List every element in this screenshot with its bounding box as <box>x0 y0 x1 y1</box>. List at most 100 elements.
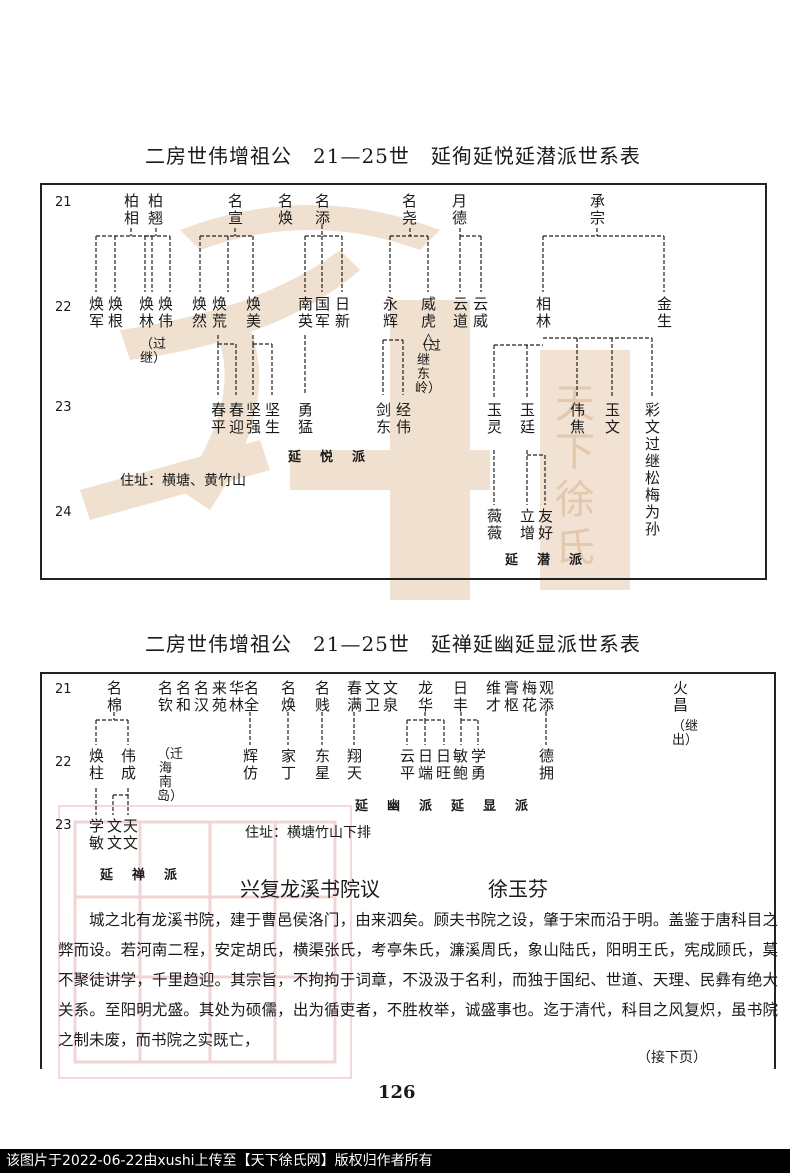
person-laiyuan: 来苑 <box>211 679 227 714</box>
chart1-title: 二房世伟增祖公 21—25世 延徇延悦延潜派世系表 <box>145 144 641 168</box>
person-weijiao: 伟焦 <box>569 401 585 436</box>
page-number: 126 <box>378 1082 416 1103</box>
person-yuling: 玉灵 <box>486 401 502 436</box>
essay-paragraph: 城之北有龙溪书院，建于曹邑侯洛门，由来泗矣。顾夫书院之设，肇于宋而沿于明。盖鉴于… <box>58 911 778 1049</box>
chart1-frame <box>40 183 767 580</box>
chart2-frame <box>40 672 776 1069</box>
essay-author: 徐玉芬 <box>488 877 548 901</box>
person-xueyong: 学勇 <box>470 747 486 782</box>
watermark-logo <box>60 190 660 610</box>
person-huanran: 焕然 <box>191 295 207 330</box>
person-yongmeng: 勇猛 <box>297 401 313 436</box>
person-lizeng: 立增 <box>519 507 535 542</box>
person-huanjiu: 焕荒 <box>211 295 227 330</box>
gen-24: 24 <box>55 505 72 520</box>
chart1-connectors <box>95 225 665 505</box>
gen-22: 22 <box>55 300 72 315</box>
essay-body: 城之北有龙溪书院，建于曹邑侯洛门，由来泗矣。顾夫书院之设，肇于宋而沿于明。盖鉴于… <box>58 905 778 1055</box>
person-yunwei: 云威 <box>472 295 488 330</box>
upload-footer: 该图片于2022-06-22由xushi上传至【天下徐氏网】版权归作者所有 <box>0 1149 790 1173</box>
person-guantian: 观添 <box>538 679 554 714</box>
person-minbao: 敏鲍 <box>452 747 468 782</box>
person-chunman: 春满 <box>346 679 362 714</box>
branch-label-yanchan: 延 禅 派 <box>100 868 181 883</box>
chart2-connectors <box>95 712 547 815</box>
person-guojun: 国军 <box>314 295 330 330</box>
person-yundao: 云道 <box>452 295 468 330</box>
person-mingquan: 名全 <box>243 679 259 714</box>
person-hualin: 华林 <box>228 679 244 714</box>
person-jiading: 家丁 <box>280 747 296 782</box>
person-jiandong: 剑东 <box>375 401 391 436</box>
person-mingqin: 名钦 <box>157 679 173 714</box>
note-jichu: （继出） <box>672 719 699 748</box>
person-youhao: 友好 <box>537 507 553 542</box>
branch-label-yanyue: 延 悦 派 <box>288 450 369 465</box>
branch-label-yanqian: 延 潜 派 <box>505 553 586 568</box>
person-huanwei: 焕伟 <box>157 295 173 330</box>
person-xuemin: 学敏 <box>88 817 104 852</box>
person-wenquan: 文泉 <box>382 679 398 714</box>
person-rixin: 日新 <box>334 295 350 330</box>
gen2-22: 22 <box>55 755 72 770</box>
person-gaoji: 膏枢 <box>503 679 519 714</box>
person-caiwen: 彩文过继松梅为孙 <box>644 401 660 538</box>
person-mingyao: 名尧 <box>401 192 417 227</box>
person-jingwei: 经伟 <box>395 401 411 436</box>
essay-continued: （接下页） <box>637 1050 707 1066</box>
person-minghuan2: 名焕 <box>280 679 296 714</box>
person-huifang: 辉仿 <box>242 747 258 782</box>
person-deyong: 德拥 <box>538 747 554 782</box>
person-yunping: 云平 <box>399 747 415 782</box>
chart1-residence: 住址：横塘、黄竹山 <box>120 473 246 489</box>
person-boe: 柏翘 <box>147 192 163 227</box>
person-huanzhu: 焕柱 <box>88 747 104 782</box>
gen-23: 23 <box>55 400 72 415</box>
person-weicai: 维才 <box>485 679 501 714</box>
person-wenwen: 文文 <box>106 817 122 852</box>
person-yuwen: 玉文 <box>604 401 620 436</box>
chart2-title: 二房世伟增祖公 21—25世 延禅延幽延显派世系表 <box>145 632 641 656</box>
person-chunping: 春平 <box>210 401 226 436</box>
person-weiwei: 薇薇 <box>486 507 502 542</box>
chart2-residence: 住址：横塘竹山下排 <box>245 825 371 841</box>
person-minghan: 名汉 <box>193 679 209 714</box>
person-huanjun: 焕军 <box>88 295 104 330</box>
person-jinsheng: 金生 <box>656 295 672 330</box>
person-huangen: 焕根 <box>107 295 123 330</box>
person-longhua: 龙华 <box>417 679 433 714</box>
person-mingmian: 名棉 <box>106 679 122 714</box>
branch-label-yanyou-yanxian: 延 幽 派 延 显 派 <box>355 799 532 814</box>
person-bobai: 柏相 <box>123 192 139 227</box>
person-minghe: 名和 <box>175 679 191 714</box>
person-chengzong: 承宗 <box>589 192 605 227</box>
watermark-text: 天下徐氏 <box>555 381 595 571</box>
person-nanying: 南英 <box>297 295 313 330</box>
person-chunying: 春迎 <box>228 401 244 436</box>
gen2-23: 23 <box>55 818 72 833</box>
person-mingtian: 名添 <box>314 192 330 227</box>
note-qianhainan: （迁海南岛） <box>157 747 184 804</box>
person-xiangtian: 翔天 <box>346 747 362 782</box>
person-xianglin: 相林 <box>535 295 551 330</box>
gen2-21: 21 <box>55 682 72 697</box>
person-dongxing: 东星 <box>314 747 330 782</box>
person-yuting: 玉廷 <box>519 401 535 436</box>
person-weihu: 威虎△ <box>420 295 436 347</box>
person-meihua: 梅花 <box>521 679 537 714</box>
person-jianqiang: 坚强 <box>245 401 261 436</box>
person-rifeng: 日丰 <box>452 679 468 714</box>
person-huanmei: 焕美 <box>245 295 261 330</box>
person-riduan: 日端 <box>417 747 433 782</box>
person-riwang: 日旺 <box>435 747 451 782</box>
essay-title: 兴复龙溪书院议 <box>240 877 380 901</box>
person-huanlin: 焕林 <box>138 295 154 330</box>
person-jiansheng: 坚生 <box>264 401 280 436</box>
person-weicheng: 伟成 <box>120 747 136 782</box>
person-mingxuan: 名宣 <box>227 192 243 227</box>
watermark-seal <box>58 805 352 1079</box>
person-tianwen: 天文 <box>122 817 138 852</box>
person-wenwei: 文卫 <box>364 679 380 714</box>
person-mingjian: 名贱 <box>314 679 330 714</box>
person-minghuan: 名焕 <box>277 192 293 227</box>
